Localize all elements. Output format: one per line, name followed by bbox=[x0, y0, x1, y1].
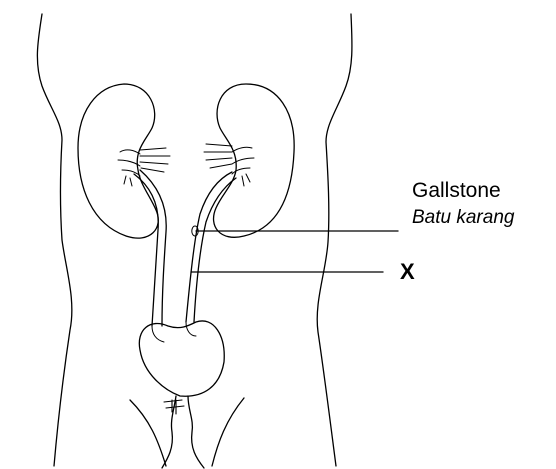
gallstone-label: Gallstone bbox=[412, 179, 501, 203]
x-label: X bbox=[400, 259, 415, 285]
kidney-right bbox=[204, 84, 294, 237]
renal-pelvis-right bbox=[232, 147, 254, 186]
ureter-right bbox=[186, 172, 236, 322]
groin-left-contour bbox=[130, 400, 166, 466]
renal-vessels-left bbox=[140, 148, 170, 172]
renal-pelvis-left bbox=[118, 150, 140, 186]
bladder bbox=[139, 321, 224, 396]
body-outline bbox=[37, 14, 352, 466]
groin-right-contour bbox=[212, 398, 244, 466]
gallstone-label-malay: Batu karang bbox=[412, 207, 514, 229]
torso-right-contour bbox=[317, 14, 352, 466]
ureter-left-end bbox=[152, 326, 164, 342]
urethra bbox=[162, 396, 204, 468]
kidney-left bbox=[78, 84, 170, 238]
torso-left-contour bbox=[37, 14, 71, 466]
ureter-left bbox=[134, 170, 166, 326]
renal-vessels-right bbox=[204, 144, 232, 168]
sphincter-marks bbox=[164, 400, 184, 414]
